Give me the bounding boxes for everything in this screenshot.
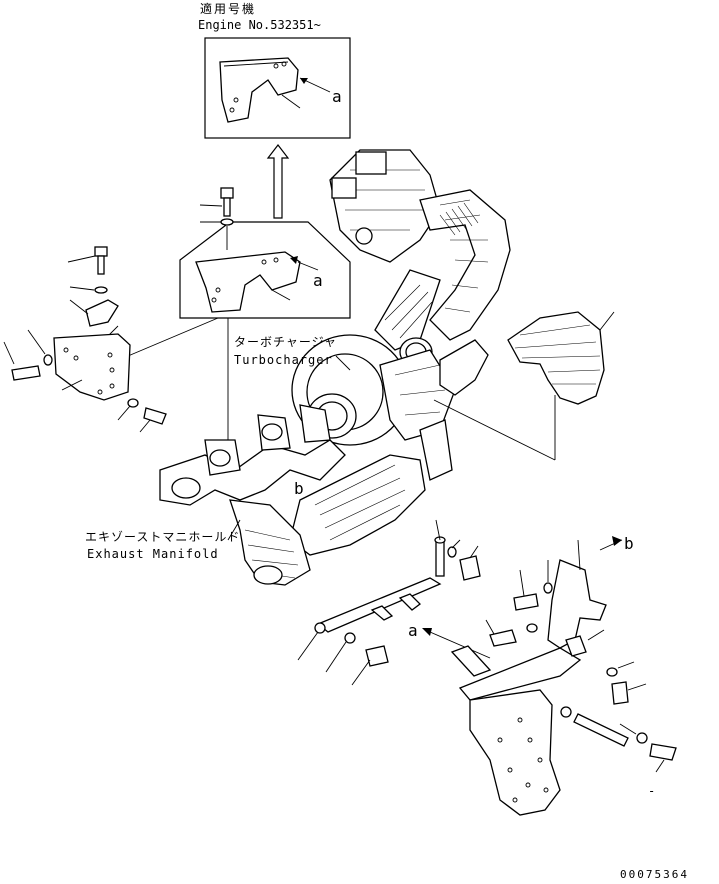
bracket-box-old: a [179, 187, 351, 319]
upgrade-arrow [266, 144, 290, 219]
manifold-jp-label: エキゾーストマニホールド [85, 530, 240, 544]
ref-a-middle: a [313, 271, 323, 290]
left-bracket-assembly [3, 246, 167, 433]
engine-no-text: Engine No.532351~ [198, 18, 321, 32]
applicability-note: 適用号機 Engine No.532351~ [198, 1, 321, 32]
manifold-en-label: Exhaust Manifold [87, 547, 219, 561]
lower-bracket-assembly: a b - [297, 519, 677, 816]
engine-assembly [159, 149, 511, 586]
turbocharger-callout: ターボチャージャ Turbocharger [234, 335, 351, 371]
ref-a-lower: a [408, 621, 418, 640]
applicable-jp-text: 適用号機 [200, 1, 256, 16]
ref-a-top: a [332, 87, 342, 106]
inset-box-new-bracket: a [204, 37, 351, 139]
turbo-en-label: Turbocharger [234, 353, 333, 367]
drawing-number: 00075364 [620, 868, 689, 881]
exhaust-manifold-callout: エキゾーストマニホールド Exhaust Manifold [85, 519, 241, 561]
heat-shield [433, 311, 615, 461]
turbo-jp-label: ターボチャージャ [234, 335, 337, 349]
ref-b-manifold: b [294, 479, 304, 498]
dash-mark: - [648, 784, 655, 798]
leader-box-to-bracket [127, 317, 219, 357]
ref-b-lower: b [624, 534, 634, 553]
